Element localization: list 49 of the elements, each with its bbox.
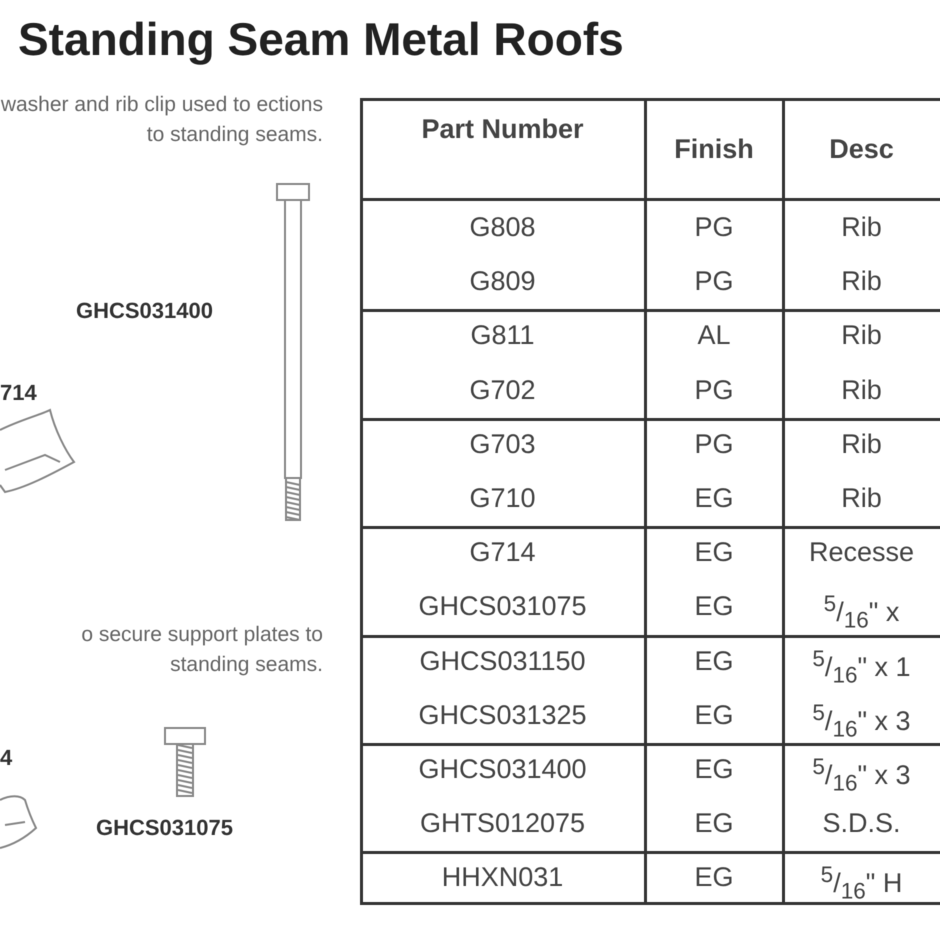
table-cell-text: Rib [840, 268, 883, 296]
column-header: Part Number [420, 113, 585, 146]
page-title: Standing Seam Metal Roofs [18, 12, 624, 66]
table-cell-text: Rib [840, 322, 883, 350]
table-cell-text: $^{5}$/$_{16}$" H [820, 864, 904, 904]
table-cell-text: Rib [840, 376, 883, 404]
table-cell-text: PG [693, 214, 734, 241]
table-cell-text: G714 [468, 539, 537, 566]
table-cell-text: GHTS012075 [418, 810, 586, 838]
table-cell-text: PG [693, 268, 734, 296]
table-cell-text: G703 [468, 430, 537, 458]
table-cell-text: G809 [468, 268, 537, 296]
part-label: 714 [0, 380, 37, 406]
table-cell-text: $^{5}$/$_{16}$" x 3 [811, 702, 912, 741]
table-cell-text: EG [693, 810, 734, 838]
table-cell-text: EG [693, 485, 734, 512]
table-cell-text: EG [693, 702, 734, 729]
table-cell-text: $^{5}$/$_{16}$" x 3 [811, 756, 912, 795]
table-cell-text: EG [693, 756, 734, 783]
table-cell-text: GHCS031400 [417, 756, 588, 783]
table-cell-text: G710 [468, 485, 537, 512]
description-text: washer and rib clip used to ections to standing seams. [0, 92, 323, 148]
column-header: Desc [828, 133, 895, 166]
table-cell-text: Rib [840, 430, 883, 458]
table-cell-text: GHCS031150 [418, 648, 587, 675]
table-cell-text: PG [693, 430, 734, 458]
table-cell-text: G808 [468, 214, 537, 241]
table-cell-text: EG [693, 539, 734, 566]
table-cell-text: Recesse [808, 539, 916, 566]
table-cell-text: Rib [840, 485, 883, 512]
table-cell-text: $^{5}$/$_{16}$" x [822, 593, 900, 632]
table-cell-text: PG [693, 376, 734, 404]
part-label: GHCS031400 [76, 298, 213, 324]
table-cell-text: EG [693, 593, 734, 620]
table-cell-text: AL [696, 322, 732, 350]
table-cell-text: HHXN031 [440, 864, 564, 892]
table-cell-text: G702 [468, 376, 537, 404]
table-cell-text: EG [693, 864, 734, 892]
table-cell-text: G811 [469, 322, 536, 350]
table-cell-text: EG [693, 648, 734, 675]
table-cell-text: GHCS031075 [417, 593, 588, 620]
table-cell-text: $^{5}$/$_{16}$" x 1 [811, 648, 912, 686]
column-header: Finish [673, 133, 755, 166]
table-cell-text: GHCS031325 [417, 702, 588, 729]
table-cell-text: S.D.S. [821, 810, 902, 838]
part-label: 4 [0, 745, 12, 771]
table-cell-text: Rib [840, 214, 883, 241]
description-text: o secure support plates to standing seams. [80, 622, 323, 678]
part-label: GHCS031075 [96, 815, 233, 841]
